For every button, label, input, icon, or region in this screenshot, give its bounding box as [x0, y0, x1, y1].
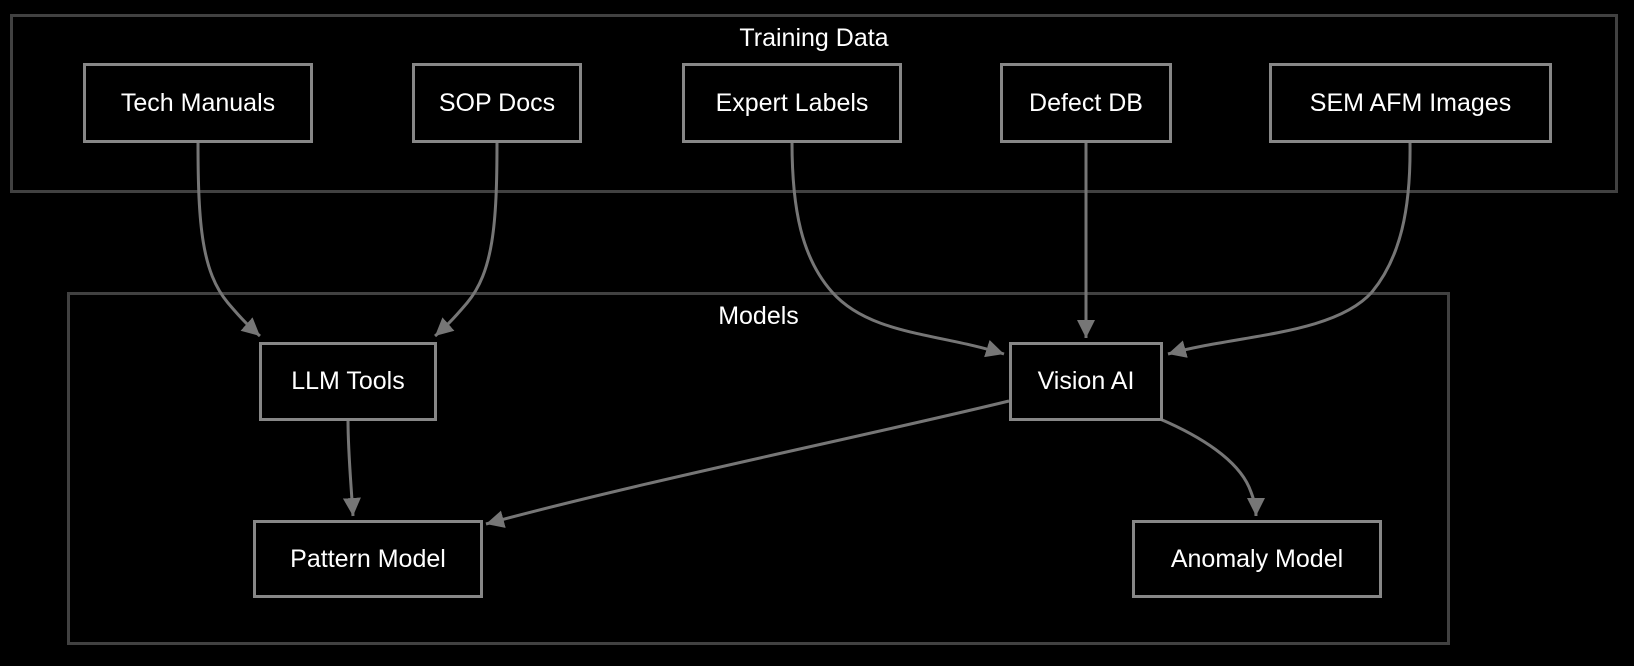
node-anomaly-model-label: Anomaly Model — [1170, 544, 1344, 573]
node-pattern-model-label: Pattern Model — [290, 544, 446, 573]
node-llm-tools: LLM Tools — [259, 342, 437, 421]
node-defect-db-label: Defect DB — [1029, 88, 1143, 117]
node-vision-ai: Vision AI — [1009, 342, 1163, 421]
cluster-models: Models — [67, 292, 1450, 645]
node-vision-ai-label: Vision AI — [1037, 367, 1135, 395]
edge-expert-labels-to-vision-ai — [790, 141, 1005, 358]
node-sem-afm-images-label: SEM AFM Images — [1309, 88, 1512, 117]
node-pattern-model: Pattern Model — [253, 520, 483, 598]
node-sop-docs: SOP Docs — [412, 63, 582, 143]
node-llm-tools-label: LLM Tools — [291, 367, 405, 395]
node-anomaly-model: Anomaly Model — [1132, 520, 1382, 598]
cluster-models-label: Models — [718, 302, 799, 330]
cluster-training-data-label: Training Data — [739, 24, 889, 52]
edge-sop-docs-to-llm-tools — [434, 141, 499, 338]
edge-llm-tools-to-pattern-model — [342, 419, 361, 517]
edge-vision-ai-to-pattern-model — [485, 399, 1010, 528]
node-sop-docs-label: SOP Docs — [438, 88, 556, 117]
node-sem-afm-images: SEM AFM Images — [1269, 63, 1552, 143]
node-expert-labels-label: Expert Labels — [715, 88, 869, 117]
node-tech-manuals-label: Tech Manuals — [120, 88, 276, 117]
node-tech-manuals: Tech Manuals — [83, 63, 313, 143]
node-defect-db: Defect DB — [1000, 63, 1172, 143]
cluster-training-data: Training Data — [10, 14, 1618, 193]
edge-vision-ai-to-anomaly-model — [1159, 417, 1265, 517]
edge-tech-manuals-to-llm-tools — [196, 141, 261, 338]
edge-sem-afm-images-to-vision-ai — [1167, 141, 1412, 358]
node-expert-labels: Expert Labels — [682, 63, 902, 143]
